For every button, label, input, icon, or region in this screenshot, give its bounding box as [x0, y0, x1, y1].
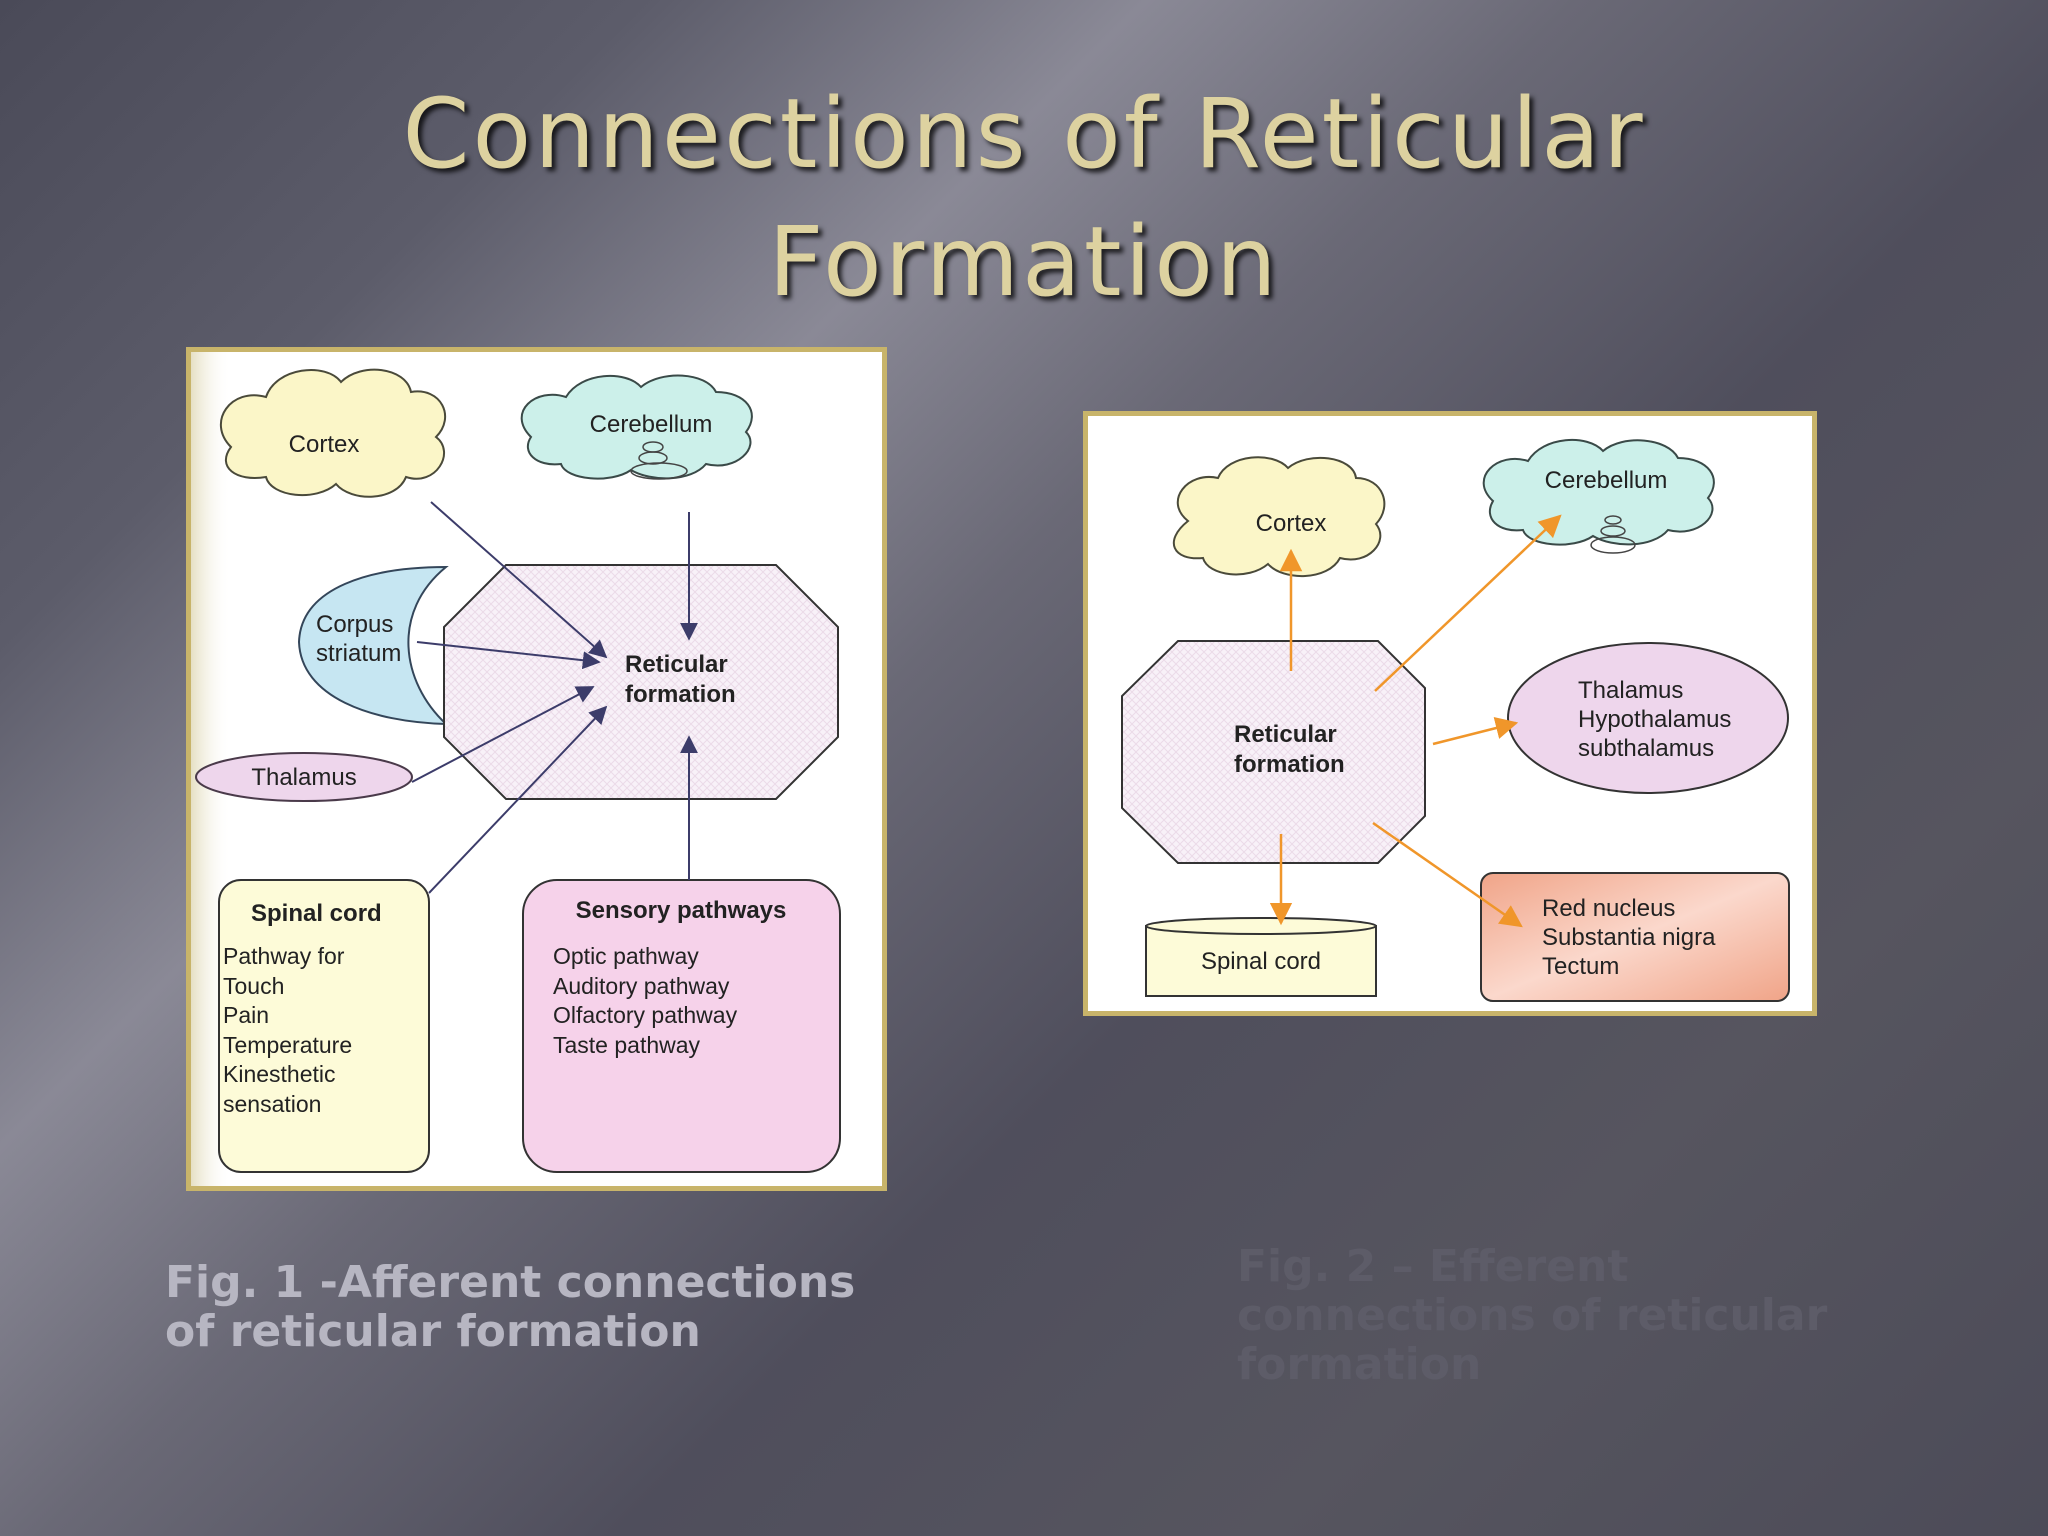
figure1-caption-line1: Fig. 1 -Afferent connections	[165, 1257, 856, 1308]
cortex-cloud: Cortex	[219, 368, 447, 498]
corpus-striatum-label-1: Corpus	[316, 611, 393, 638]
spinal-cord-item: Pathway for	[223, 943, 345, 969]
cerebellum-cloud: Cerebellum	[1482, 438, 1715, 554]
sensory-pathways-box: Sensory pathways Optic pathway Auditory …	[522, 879, 841, 1173]
sensory-pathways-title: Sensory pathways	[576, 897, 787, 924]
figure2-caption-line3: formation	[1237, 1339, 1482, 1390]
arrow-reticular-to-red-nucleus	[1372, 821, 1523, 928]
slide-title-line2: Formation	[768, 206, 1280, 318]
cerebellum-label: Cerebellum	[1545, 467, 1668, 494]
figure2-caption-line1: Fig. 2 – Efferent	[1237, 1241, 1629, 1292]
corpus-striatum-label-2: striatum	[316, 640, 401, 667]
thalamus-group-item: Thalamus	[1578, 677, 1683, 704]
sensory-pathway-item: Olfactory pathway	[553, 1002, 738, 1028]
reticular-label-2: formation	[625, 681, 736, 708]
arrow-striatum-to-reticular	[416, 641, 601, 670]
arrow-reticular-to-cerebellum	[1374, 514, 1562, 692]
spinal-cord-item: Touch	[223, 973, 284, 999]
cerebellum-label: Cerebellum	[590, 411, 713, 438]
arrow-reticular-to-thalamus	[1432, 717, 1519, 746]
spinal-cord-label: Spinal cord	[1201, 948, 1321, 975]
red-nucleus-box: Red nucleus Substantia nigra Tectum	[1480, 872, 1790, 1002]
arrow-spinal-cord-to-reticular	[428, 705, 608, 894]
thalamus-ellipse: Thalamus	[195, 752, 413, 802]
thalamus-group-item: subthalamus	[1578, 735, 1714, 762]
efferent-diagram: Cortex Cerebellum Reticular formation Th…	[1121, 438, 1790, 1002]
spinal-cord-cylinder: Spinal cord	[1145, 917, 1377, 997]
thalamus-label: Thalamus	[251, 764, 356, 791]
slide-title: Connections of Reticular Formation	[0, 70, 2048, 326]
reticular-label-1: Reticular	[1234, 721, 1337, 748]
spinal-cord-item: Kinesthetic	[223, 1061, 336, 1087]
spinal-cord-box: Spinal cord Pathway for Touch Pain Tempe…	[218, 879, 430, 1173]
spinal-cord-item: Temperature	[223, 1032, 352, 1058]
figure-efferent-connections: Cortex Cerebellum Reticular formation Th…	[1083, 411, 1817, 1016]
figure1-caption-line2: of reticular formation	[165, 1306, 701, 1357]
sensory-pathway-item: Taste pathway	[553, 1032, 701, 1058]
cortex-label: Cortex	[289, 431, 360, 458]
cerebellum-cloud: Cerebellum	[520, 374, 753, 480]
sensory-pathway-item: Optic pathway	[553, 943, 699, 969]
arrow-thalamus-to-reticular	[411, 686, 595, 783]
reticular-formation-octagon: Reticular formation	[443, 564, 839, 800]
thalamus-group-ellipse: Thalamus Hypothalamus subthalamus	[1507, 642, 1789, 794]
reticular-label-2: formation	[1234, 751, 1345, 778]
slide-title-line1: Connections of Reticular	[402, 78, 1646, 190]
figure1-caption: Fig. 1 -Afferent connections of reticula…	[165, 1258, 865, 1356]
red-nucleus-item: Tectum	[1542, 953, 1619, 980]
figure2-caption: Fig. 2 – Efferent connections of reticul…	[1237, 1242, 1837, 1389]
afferent-diagram: Cortex Cerebellum Corpus striatum Thalam…	[191, 352, 841, 1186]
reticular-formation-octagon: Reticular formation	[1121, 640, 1426, 864]
sensory-pathway-item: Auditory pathway	[553, 973, 730, 999]
reticular-label-1: Reticular	[625, 651, 728, 678]
red-nucleus-item: Substantia nigra	[1542, 924, 1716, 951]
spinal-cord-item: sensation	[223, 1091, 321, 1117]
corpus-striatum-shape: Corpus striatum	[297, 565, 449, 726]
cortex-cloud: Cortex	[1172, 456, 1386, 577]
arrow-cortex-to-reticular	[430, 501, 608, 659]
cortex-label: Cortex	[1256, 510, 1327, 537]
red-nucleus-item: Red nucleus	[1542, 895, 1675, 922]
efferent-arrows	[1269, 514, 1562, 928]
spinal-cord-item: Pain	[223, 1002, 269, 1028]
spinal-cord-title: Spinal cord	[251, 900, 382, 927]
figure-afferent-connections: Cortex Cerebellum Corpus striatum Thalam…	[186, 347, 887, 1191]
afferent-arrows	[411, 501, 698, 894]
thalamus-group-item: Hypothalamus	[1578, 706, 1731, 733]
figure2-caption-line2: connections of reticular	[1237, 1290, 1828, 1341]
